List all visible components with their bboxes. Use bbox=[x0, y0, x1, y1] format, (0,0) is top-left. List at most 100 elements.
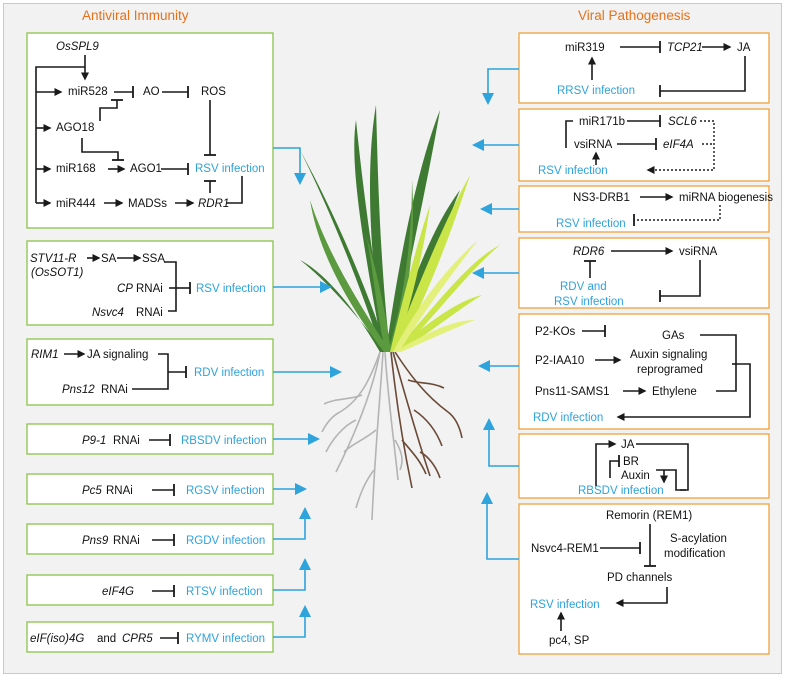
label-rrsv-infection: RRSV infection bbox=[557, 85, 635, 97]
label-eif4g: eIF4G bbox=[102, 586, 134, 598]
roots-infected bbox=[390, 351, 463, 489]
arrows-r4 bbox=[584, 247, 701, 302]
arrows-box3 bbox=[64, 350, 187, 390]
arrows-box1 bbox=[35, 55, 243, 207]
label-cp: CP bbox=[117, 283, 133, 295]
label-mir171b: miR171b bbox=[579, 116, 625, 128]
label-ago18: AGO18 bbox=[56, 122, 94, 134]
label-scl6: SCL6 bbox=[668, 116, 697, 128]
label-rsv-infection-b1: RSV infection bbox=[195, 163, 265, 175]
label-auxin-signaling: Auxin signaling bbox=[630, 349, 707, 361]
label-modification: modification bbox=[664, 548, 725, 560]
label-madss: MADSs bbox=[128, 198, 167, 210]
label-mir444: miR444 bbox=[56, 198, 96, 210]
label-pns9: Pns9 bbox=[82, 535, 109, 547]
label-eif4a: eIF4A bbox=[663, 139, 694, 151]
label-remorin: Remorin (REM1) bbox=[606, 510, 692, 522]
label-pns12: Pns12 bbox=[62, 384, 95, 396]
label-ja-r1: JA bbox=[737, 42, 751, 54]
label-gas: GAs bbox=[662, 330, 685, 342]
header-antiviral-immunity: Antiviral Immunity bbox=[82, 8, 189, 23]
label-ethylene: Ethylene bbox=[652, 386, 697, 398]
label-pns9-rnai: RNAi bbox=[113, 535, 140, 547]
label-ao: AO bbox=[143, 86, 160, 98]
label-br: BR bbox=[623, 456, 639, 468]
label-sa: SA bbox=[101, 253, 117, 265]
label-mir168: miR168 bbox=[56, 163, 96, 175]
box-pathogenesis-rdv-rsv bbox=[518, 237, 770, 309]
arrows-r1 bbox=[588, 41, 746, 97]
label-stv11: STV11-R bbox=[30, 253, 76, 265]
blue-connectors-right bbox=[472, 68, 519, 560]
label-eif-iso-4g: eIF(iso)4G bbox=[30, 633, 84, 645]
label-nsvc4: Nsvc4 bbox=[92, 307, 124, 319]
leaves-pale bbox=[393, 240, 478, 352]
label-pns11-sams1: Pns11-SAMS1 bbox=[535, 386, 610, 398]
label-auxin: Auxin bbox=[621, 470, 650, 482]
label-rsv-infection-b2: RSV infection bbox=[196, 283, 266, 295]
box-antiviral-rgsv bbox=[26, 473, 274, 505]
label-rdr1: RDR1 bbox=[198, 198, 229, 210]
label-rsv-infection-r4: RSV infection bbox=[554, 296, 624, 308]
label-pns12-rnai: RNAi bbox=[101, 384, 128, 396]
label-osspl9: OsSPL9 bbox=[56, 41, 99, 53]
label-tcp21: TCP21 bbox=[667, 42, 703, 54]
label-rgsv-infection-b5: RGSV infection bbox=[186, 485, 265, 497]
label-rsv-infection-r2: RSV infection bbox=[538, 165, 608, 177]
leaves-yellow bbox=[390, 175, 500, 352]
label-mir528: miR528 bbox=[68, 86, 108, 98]
box-antiviral-rdv bbox=[26, 338, 274, 406]
label-ja-signaling: JA signaling bbox=[87, 349, 148, 361]
label-mirna-biogenesis: miRNA biogenesis bbox=[679, 192, 773, 204]
arrows-box2 bbox=[87, 254, 191, 312]
label-rdr6: RDR6 bbox=[573, 246, 605, 258]
label-p9-1: P9-1 bbox=[82, 435, 106, 447]
rice-plant-illustration bbox=[300, 105, 500, 521]
label-ros: ROS bbox=[201, 86, 226, 98]
box-antiviral-rsv-mirna bbox=[26, 32, 274, 229]
label-rymv-infection-b8: RYMV infection bbox=[186, 633, 265, 645]
blue-connectors-left bbox=[273, 147, 342, 638]
label-rbsdv-infection-b4: RBSDV infection bbox=[181, 435, 267, 447]
label-reprogramed: reprogramed bbox=[637, 364, 703, 376]
label-cpr5: CPR5 bbox=[122, 633, 153, 645]
label-vsirna-r4: vsiRNA bbox=[679, 246, 718, 258]
label-ja-r6: JA bbox=[621, 439, 635, 451]
arrows-r2 bbox=[565, 115, 715, 174]
box-antiviral-rgdv bbox=[26, 523, 274, 555]
label-rsv-infection-r7: RSV infection bbox=[530, 599, 600, 611]
label-nsvc4-rem1: Nsvc4-REM1 bbox=[531, 543, 599, 555]
box-antiviral-rsv-sa bbox=[26, 240, 274, 326]
label-mir319: miR319 bbox=[565, 42, 605, 54]
roots-healthy bbox=[321, 351, 403, 521]
header-viral-pathogenesis: Viral Pathogenesis bbox=[578, 8, 691, 23]
label-pc5: Pc5 bbox=[82, 485, 102, 497]
label-rtsv-infection-b7: RTSV infection bbox=[186, 586, 263, 598]
label-cp-rnai: RNAi bbox=[136, 283, 163, 295]
label-rsv-infection-r3: RSV infection bbox=[556, 218, 626, 230]
label-rdv-infection-r5: RDV infection bbox=[533, 412, 603, 424]
box-antiviral-rtsv bbox=[26, 574, 274, 606]
label-p9-1-rnai: RNAi bbox=[113, 435, 140, 447]
label-pd-channels: PD channels bbox=[607, 572, 672, 584]
label-p2-kos: P2-KOs bbox=[535, 326, 576, 338]
label-ago1: AGO1 bbox=[130, 163, 162, 175]
label-p2-iaa10: P2-IAA10 bbox=[535, 355, 584, 367]
label-ssa: SSA bbox=[142, 253, 165, 265]
label-vsirna-r2: vsiRNA bbox=[574, 139, 613, 151]
box-antiviral-rbsdv bbox=[26, 423, 274, 455]
label-ns3-drb1: NS3-DRB1 bbox=[573, 192, 630, 204]
arrows-r5 bbox=[582, 325, 751, 421]
label-and: and bbox=[97, 633, 116, 645]
label-s-acylation: S-acylation bbox=[670, 533, 727, 545]
label-pc5-rnai: RNAi bbox=[106, 485, 133, 497]
label-rbsdv-infection-r6: RBSDV infection bbox=[578, 485, 664, 497]
label-nsvc4-rnai: RNAi bbox=[136, 307, 163, 319]
label-rdv-infection-b3: RDV infection bbox=[194, 367, 264, 379]
label-rim1: RIM1 bbox=[31, 349, 58, 361]
label-rdv-and: RDV and bbox=[560, 281, 607, 293]
box-pathogenesis-rdv-hormones bbox=[518, 313, 770, 430]
box-pathogenesis-rsv-ns3 bbox=[518, 185, 770, 233]
label-rgdv-infection-b6: RGDV infection bbox=[186, 535, 265, 547]
